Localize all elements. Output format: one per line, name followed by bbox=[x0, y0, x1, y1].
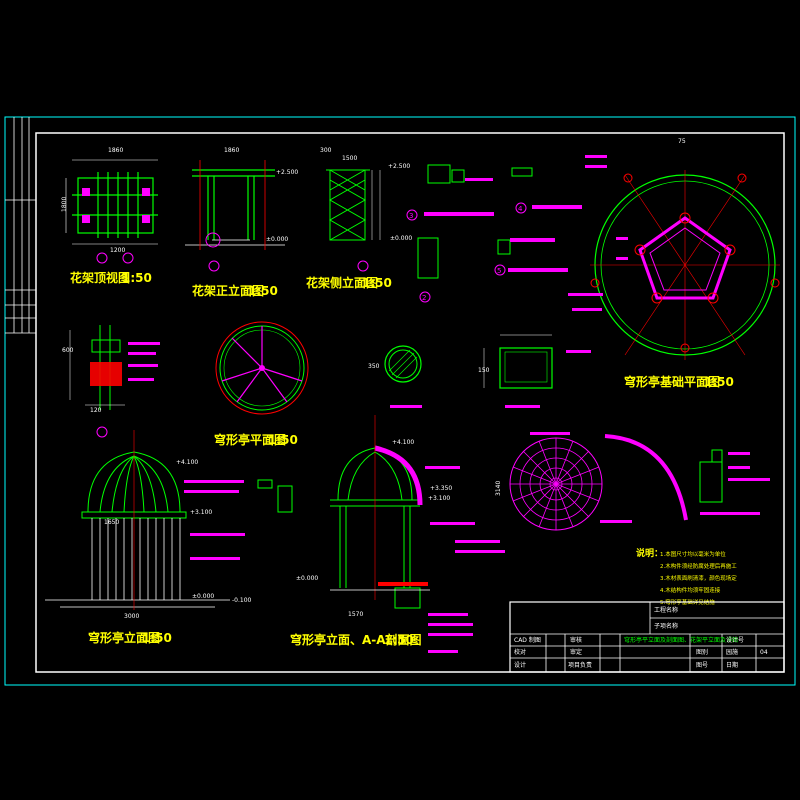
title-pergola-front: 花架正立面图 bbox=[192, 283, 264, 298]
elev-4100: +4.100 bbox=[176, 459, 198, 466]
title-pavilion-base: 穹形亭基础平面图 bbox=[624, 374, 720, 389]
notes-block: 说明： 1.本图尺寸均以毫米为单位 2.木构件须经防腐处理后再施工 3.木材表面… bbox=[636, 547, 737, 606]
elev-000-sec: ±0.000 bbox=[296, 575, 318, 582]
dim-600: 600 bbox=[62, 347, 74, 354]
dim-3140: 3140 bbox=[495, 481, 502, 496]
dim-350: 350 bbox=[368, 363, 380, 370]
elev-4100-sec: +4.100 bbox=[392, 439, 414, 446]
pipe-section: 350 bbox=[368, 345, 422, 408]
tb-approve-label: 审定 bbox=[570, 648, 582, 656]
title-block: 工程名称 子项名称 穹形亭平立面及剖面图、花架平立面及详图 CAD 制图 审核 … bbox=[509, 601, 785, 673]
title-pergola-top: 花架顶视图 bbox=[70, 270, 130, 285]
elev-2500-front: +2.500 bbox=[276, 169, 298, 176]
tb-sub-label: 子项名称 bbox=[654, 622, 678, 630]
outer-border bbox=[4, 116, 796, 686]
dim-120: 120 bbox=[90, 407, 102, 414]
dim-1200-top: 1200 bbox=[110, 247, 125, 254]
dim-1860-top: 1860 bbox=[108, 147, 123, 154]
dome-rib-plan: 3140 bbox=[495, 432, 603, 531]
dim-1800-top: 1800 bbox=[61, 197, 68, 212]
tb-lead-label: 项目负责 bbox=[568, 661, 592, 669]
pergola-side-elevation: 300 1500 +2.500 ±0.000 花架侧立面图 1:50 bbox=[306, 147, 412, 290]
scale-pergola-top: 1:50 bbox=[122, 271, 152, 285]
pavilion-roof-plan: 穹形亭平面图 1:50 bbox=[214, 321, 309, 447]
tb-drawing-desc: 穹形亭平立面及剖面图、花架平立面及详图 bbox=[624, 636, 738, 644]
left-margin-strip bbox=[5, 117, 36, 334]
elev-3100-sec: +3.100 bbox=[428, 495, 450, 502]
tb-check-label: 校对 bbox=[514, 648, 526, 656]
tb-type-label: 图别 bbox=[696, 648, 708, 656]
dim-150: 150 bbox=[478, 367, 490, 374]
tb-review-label: 审核 bbox=[570, 636, 582, 644]
scale-pavilion-plan: 1:50 bbox=[268, 433, 298, 447]
elev-000-pav: ±0.000 bbox=[192, 593, 214, 600]
elev-000-front: ±0.000 bbox=[266, 236, 288, 243]
title-pergola-side: 花架侧立面图 bbox=[306, 275, 378, 290]
tb-no-label: 图号 bbox=[696, 662, 708, 669]
dim-300-side: 300 bbox=[320, 147, 332, 154]
dim-1500-side: 1500 bbox=[342, 155, 357, 162]
dim-1650: 1650 bbox=[104, 519, 119, 526]
tb-design-label: 设计 bbox=[514, 661, 526, 669]
pergola-front-elevation: 1860 +2.500 ±0.000 花架正立面图 1:50 bbox=[185, 147, 298, 298]
dim-1570: 1570 bbox=[348, 611, 363, 618]
svg-text:5: 5 bbox=[497, 267, 501, 275]
note-item-1: 1.本图尺寸均以毫米为单位 bbox=[660, 550, 726, 558]
tb-cad-label: CAD 制图 bbox=[514, 636, 541, 644]
tb-type-value: 园施 bbox=[726, 648, 738, 656]
scale-pavilion-elev: 1:50 bbox=[142, 631, 172, 645]
scale-pergola-front: 1:50 bbox=[248, 284, 278, 298]
elev-3350: +3.350 bbox=[430, 485, 452, 492]
elev-m0100: -0.100 bbox=[232, 597, 252, 604]
dim-1860-front: 1860 bbox=[224, 147, 239, 154]
elev-2500-side: +2.500 bbox=[388, 163, 410, 170]
notes-heading: 说明： bbox=[636, 547, 663, 559]
tb-design-no: 设计号 bbox=[726, 636, 744, 644]
scale-pavilion-base: 1:50 bbox=[704, 375, 734, 389]
elev-3100: +3.100 bbox=[190, 509, 212, 516]
dim-75: 75 bbox=[678, 138, 686, 145]
inner-border bbox=[35, 132, 785, 673]
title-pavilion-elev: 穹形亭立面图 bbox=[88, 630, 160, 645]
title-pavilion-plan: 穹形亭平面图 bbox=[214, 432, 286, 447]
pavilion-elevation: +4.100 +3.100 ±0.000 -0.100 1650 3000 穹形… bbox=[45, 430, 252, 645]
svg-text:2: 2 bbox=[422, 294, 426, 302]
dim-3000: 3000 bbox=[124, 613, 139, 620]
svg-text:3: 3 bbox=[409, 212, 413, 220]
scale-pergola-side: 1:50 bbox=[362, 276, 392, 290]
svg-text:4: 4 bbox=[518, 205, 523, 213]
tb-no-value: 04 bbox=[760, 649, 768, 656]
tb-date-label: 日期 bbox=[726, 661, 738, 669]
beam-section: 150 bbox=[478, 334, 591, 408]
pergola-top-view: 1860 1200 1800 花架顶视图 1:50 bbox=[61, 147, 158, 285]
column-detail: 600 120 bbox=[62, 325, 160, 438]
title-pavilion-section: 穹形亭立面、A-A剖面图 bbox=[290, 632, 422, 647]
pavilion-section: +4.100 +3.350 +3.100 ±0.000 1570 穹形亭立面、A… bbox=[257, 415, 505, 653]
detail-callouts: 3 4 5 2 bbox=[406, 155, 607, 303]
note-item-4: 4.木结构件均须牢固连接 bbox=[660, 586, 721, 594]
tb-project-label: 工程名称 bbox=[654, 606, 678, 614]
rib-arc-detail bbox=[600, 434, 770, 523]
scale-pavilion-section: 1:50 bbox=[384, 633, 414, 647]
pavilion-base-plan: 75 穹形亭基础平面图 1:50 bbox=[568, 138, 780, 389]
elev-000-side: ±0.000 bbox=[390, 235, 412, 242]
note-item-2: 2.木构件须经防腐处理后再施工 bbox=[660, 562, 737, 570]
callout-1-markers bbox=[96, 252, 134, 264]
note-item-3: 3.木材表面刷清漆，颜色现场定 bbox=[660, 574, 737, 582]
